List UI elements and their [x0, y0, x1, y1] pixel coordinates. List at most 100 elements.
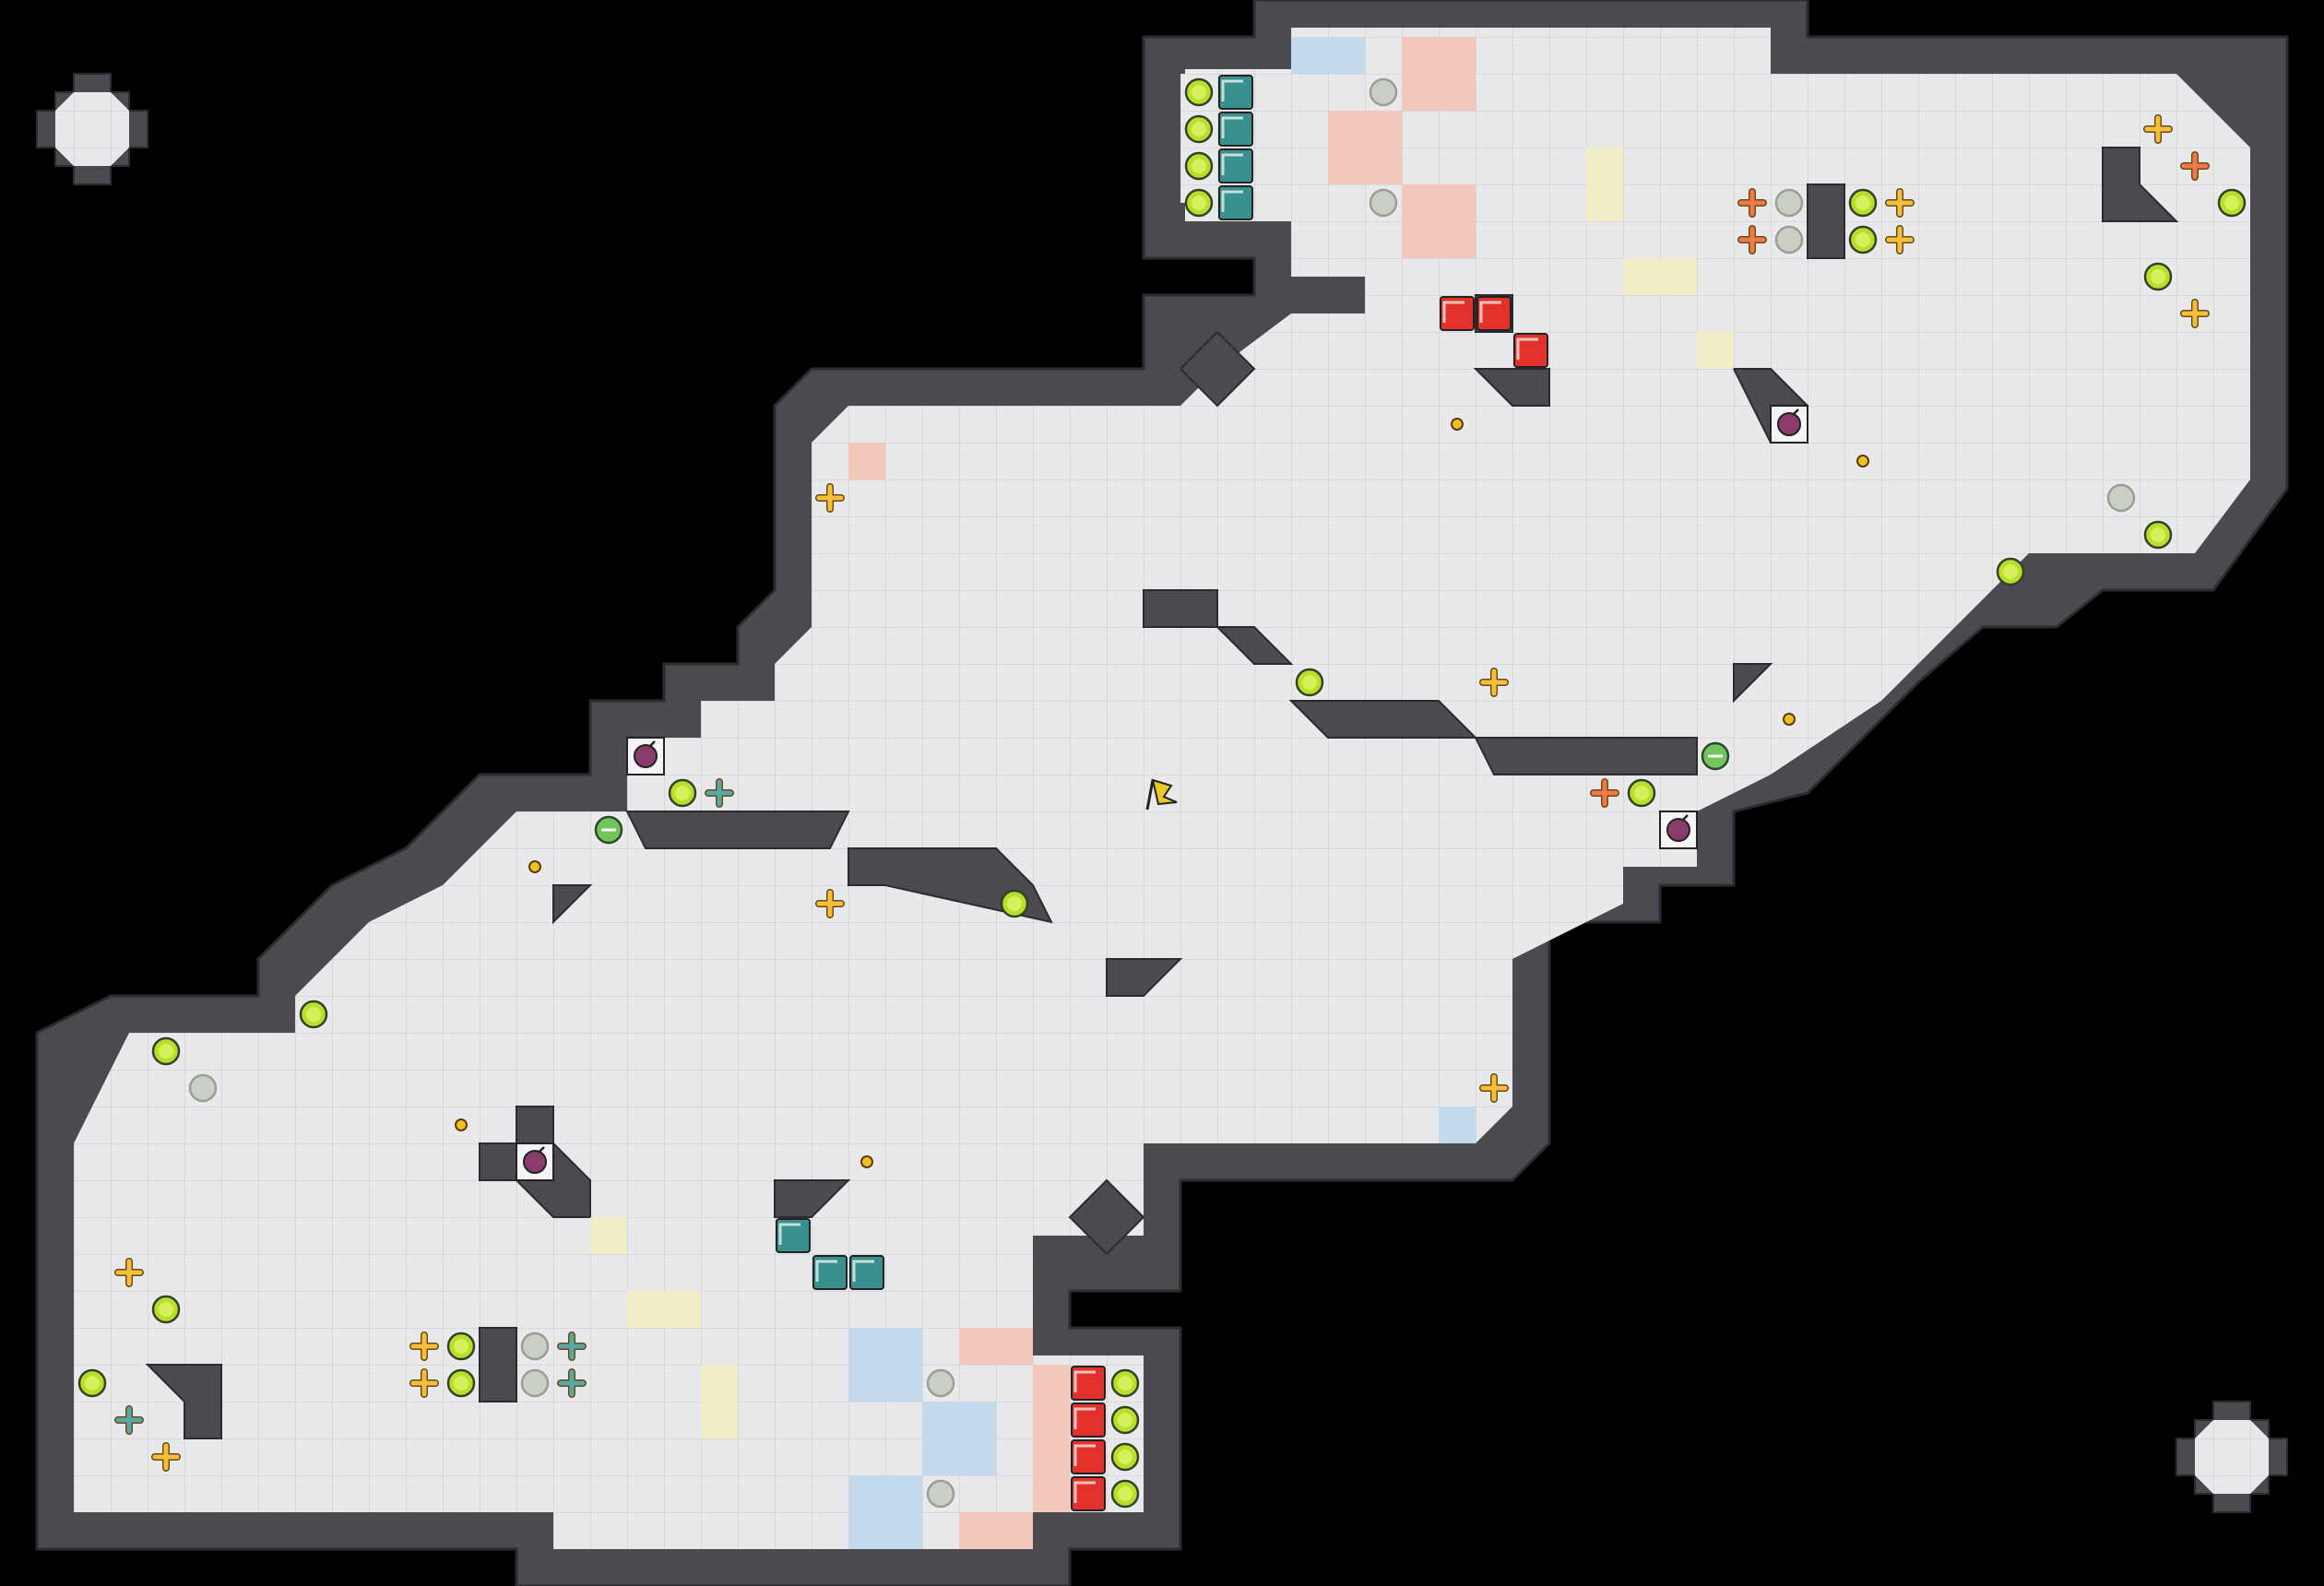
- bomb-icon[interactable]: [1659, 811, 1698, 849]
- green-orb-icon[interactable]: [151, 1295, 181, 1324]
- green-orb-icon[interactable]: [2217, 188, 2247, 218]
- teal-block[interactable]: [776, 1218, 811, 1253]
- bomb-icon[interactable]: [1770, 405, 1808, 444]
- teal-block[interactable]: [849, 1255, 884, 1290]
- orb-core: [454, 1376, 468, 1391]
- pellet-icon[interactable]: [528, 860, 541, 873]
- plus-pickup-icon[interactable]: [2143, 114, 2173, 144]
- plus-pickup-icon[interactable]: [151, 1442, 181, 1472]
- pellet-icon[interactable]: [860, 1155, 873, 1168]
- green-orb-icon[interactable]: [668, 778, 697, 808]
- green-orb-icon[interactable]: [1110, 1368, 1140, 1398]
- block-shine: [852, 1260, 874, 1282]
- green-orb-icon[interactable]: [1627, 778, 1656, 808]
- block-shine: [1442, 301, 1464, 323]
- pellet-icon[interactable]: [455, 1118, 468, 1131]
- plus-pickup-icon[interactable]: [1590, 778, 1619, 808]
- pellet-icon[interactable]: [1856, 455, 1869, 468]
- green-orb-icon[interactable]: [926, 1368, 955, 1398]
- plus-pickup-icon[interactable]: [705, 778, 734, 808]
- block-shine: [1221, 116, 1243, 138]
- green-orb-icon[interactable]: [520, 1368, 550, 1398]
- green-orb-icon[interactable]: [1184, 114, 1214, 144]
- plus-pickup-icon[interactable]: [409, 1332, 439, 1361]
- colored-floor-tile: [1697, 332, 1734, 369]
- red-block[interactable]: [1071, 1476, 1106, 1511]
- green-orb-icon[interactable]: [77, 1368, 107, 1398]
- plus-pickup-icon[interactable]: [1737, 225, 1767, 254]
- plus-pickup-icon[interactable]: [114, 1258, 144, 1287]
- green-orb-icon[interactable]: [1369, 77, 1398, 107]
- block-body: [1218, 112, 1253, 147]
- green-orb-icon[interactable]: [1848, 225, 1878, 254]
- shield-orb-icon[interactable]: [594, 815, 623, 845]
- plus-fill: [706, 779, 733, 807]
- plus-pickup-icon[interactable]: [1479, 1073, 1509, 1103]
- teal-block[interactable]: [1218, 185, 1253, 220]
- green-orb-icon[interactable]: [2106, 483, 2136, 513]
- teal-block[interactable]: [1218, 148, 1253, 183]
- green-orb-icon[interactable]: [1369, 188, 1398, 218]
- pellet-icon[interactable]: [1451, 418, 1464, 431]
- plus-pickup-icon[interactable]: [2180, 151, 2210, 181]
- green-orb-icon[interactable]: [1110, 1479, 1140, 1509]
- orb-core: [1856, 232, 1870, 247]
- plus-pickup-icon[interactable]: [557, 1332, 587, 1361]
- green-orb-icon[interactable]: [188, 1073, 218, 1103]
- green-orb-icon[interactable]: [446, 1368, 476, 1398]
- plus-fill: [152, 1443, 180, 1471]
- block-shine: [1221, 190, 1243, 212]
- orb-core: [159, 1302, 173, 1317]
- green-orb-icon[interactable]: [1110, 1405, 1140, 1435]
- green-orb-icon[interactable]: [1000, 889, 1029, 918]
- plus-pickup-icon[interactable]: [2180, 299, 2210, 328]
- plus-pickup-icon[interactable]: [409, 1368, 439, 1398]
- red-block[interactable]: [1440, 296, 1475, 331]
- red-block[interactable]: [1476, 296, 1512, 331]
- green-orb-icon[interactable]: [1184, 77, 1214, 107]
- plus-pickup-icon[interactable]: [1885, 188, 1915, 218]
- plus-pickup-icon[interactable]: [557, 1368, 587, 1398]
- pellet-icon[interactable]: [1783, 713, 1796, 726]
- block-body: [1218, 75, 1253, 110]
- red-block[interactable]: [1071, 1366, 1106, 1401]
- green-orb-icon[interactable]: [1184, 151, 1214, 181]
- green-orb-icon[interactable]: [1774, 188, 1804, 218]
- red-block[interactable]: [1513, 333, 1548, 368]
- bombs: [516, 405, 1808, 1181]
- plus-pickup-icon[interactable]: [114, 1405, 144, 1435]
- teal-block[interactable]: [812, 1255, 848, 1290]
- green-orb-icon[interactable]: [1848, 188, 1878, 218]
- red-block[interactable]: [1071, 1439, 1106, 1474]
- green-orb-icon[interactable]: [2143, 262, 2173, 291]
- green-orb-icon[interactable]: [151, 1036, 181, 1066]
- teal-block[interactable]: [1218, 75, 1253, 110]
- plus-pickup-icon[interactable]: [1479, 668, 1509, 697]
- green-orb-icon[interactable]: [1774, 225, 1804, 254]
- green-orb-icon[interactable]: [1295, 668, 1324, 697]
- green-orb-icon[interactable]: [2143, 520, 2173, 550]
- flag-icon[interactable]: [1145, 778, 1178, 811]
- orb-core: [159, 1044, 173, 1059]
- plus-pickup-icon[interactable]: [815, 483, 845, 513]
- red-block[interactable]: [1071, 1403, 1106, 1438]
- orb-body: [1369, 77, 1398, 107]
- green-orb-icon[interactable]: [299, 1000, 328, 1029]
- green-orb-icon[interactable]: [1184, 188, 1214, 218]
- green-orb-icon[interactable]: [1996, 557, 2025, 586]
- green-orb-icon[interactable]: [446, 1332, 476, 1361]
- inner-wall: [1474, 737, 1698, 775]
- plus-pickup-icon[interactable]: [1737, 188, 1767, 218]
- green-orb-icon[interactable]: [1110, 1442, 1140, 1472]
- block-body: [1071, 1476, 1106, 1511]
- teal-block[interactable]: [1218, 112, 1253, 147]
- plus-pickup-icon[interactable]: [1885, 225, 1915, 254]
- bomb-icon[interactable]: [626, 737, 665, 775]
- green-orb-icon[interactable]: [926, 1479, 955, 1509]
- bomb-icon[interactable]: [516, 1142, 554, 1181]
- plus-fill: [1738, 226, 1766, 254]
- plus-pickup-icon[interactable]: [815, 889, 845, 918]
- shield-orb-icon[interactable]: [1701, 741, 1730, 771]
- colored-floor-tile: [959, 1328, 1033, 1365]
- green-orb-icon[interactable]: [520, 1332, 550, 1361]
